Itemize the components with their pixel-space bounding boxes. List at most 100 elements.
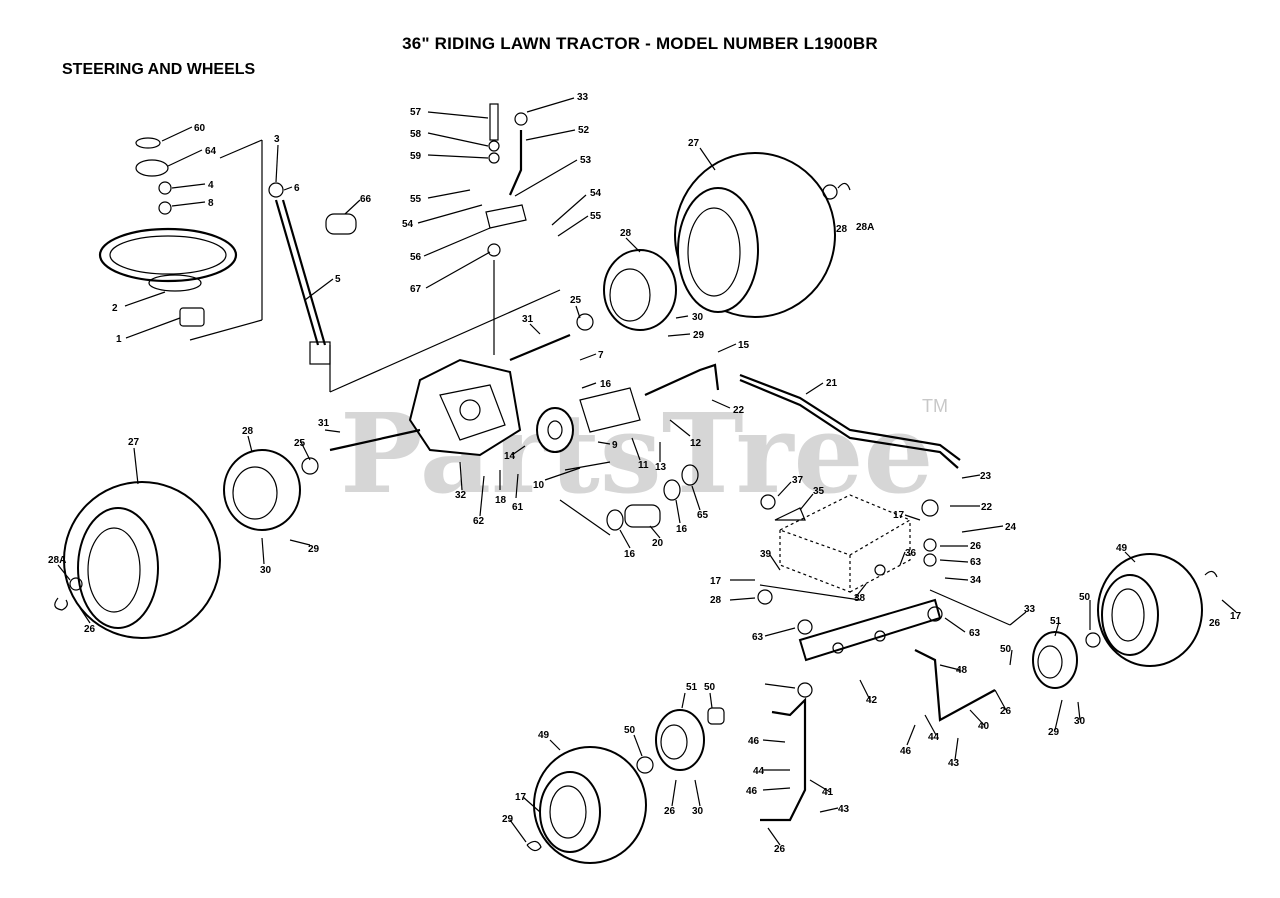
callout: 3 [274,134,280,145]
callout: 58 [410,129,422,140]
callout: 33 [1024,604,1036,615]
emblem [135,137,161,149]
callout: 64 [205,146,217,157]
callout: 60 [194,123,206,134]
callout: 30 [260,565,272,576]
callout: 26 [1209,618,1221,629]
callout: 43 [838,804,850,815]
callout: 5 [335,274,341,285]
callout: 20 [652,538,664,549]
callout: 57 [410,107,422,118]
section-title: STEERING AND WHEELS [62,61,256,78]
callout: 26 [664,806,676,817]
callout: 39 [760,549,772,560]
axle-right [509,333,571,362]
shift-lever-group [485,103,528,355]
front-rim-left [636,707,725,774]
callout: 56 [410,252,422,263]
battery-tray [778,494,912,593]
callout: 25 [294,438,306,449]
callout: 26 [84,624,96,635]
callout: 15 [738,340,750,351]
front-tire-right [1097,553,1203,667]
callout: 28A [48,555,66,566]
drag-link [739,373,961,461]
callout: 50 [1000,644,1012,655]
callout: 30 [692,806,704,817]
rear-tire-right [674,152,836,318]
axle-left [329,428,421,452]
callout: 63 [752,632,764,643]
callout: 22 [733,405,745,416]
callout: 26 [1000,706,1012,717]
diagram-title: 36" RIDING LAWN TRACTOR - MODEL NUMBER L… [402,34,878,53]
steering-wheel-group [98,137,263,341]
callout: 54 [402,219,414,230]
callout: 28 [710,595,722,606]
brake-bracket [579,387,641,433]
callout: 33 [577,92,589,103]
callout: 28 [620,228,632,239]
callout: 59 [410,151,422,162]
callout: 38 [854,593,866,604]
steering-wheel [98,227,238,283]
callout: 11 [638,460,649,471]
callout: 28 [836,224,848,235]
callout: 46 [900,746,912,757]
callout: 7 [598,350,604,361]
rear-rim-right [576,249,677,331]
callout: 34 [970,575,982,586]
spacer [624,504,661,528]
callout: 14 [504,451,516,462]
front-rim-right [1032,631,1101,689]
brake-assembly [536,387,641,471]
callout: 54 [590,188,602,199]
steering-gear [179,307,205,327]
callout: 8 [208,198,214,209]
callout: 30 [692,312,704,323]
callout: 32 [455,490,467,501]
callout: 4 [208,180,214,191]
front-axle-beam [759,584,1011,662]
callout: 44 [753,766,765,777]
callout: 50 [704,682,716,693]
front-axle-parts [559,464,699,536]
callout: 29 [502,814,514,825]
callout: 16 [600,379,612,390]
callout: 41 [822,787,834,798]
callout: 6 [294,183,300,194]
callout: 27 [688,138,700,149]
callout: 65 [697,510,709,521]
callout: 63 [970,557,982,568]
front-tire-left [533,746,647,864]
tie-rod [644,363,720,397]
callout: 49 [1116,543,1128,554]
shift-lever [508,130,523,196]
callout: 37 [792,475,804,486]
callout: 29 [693,330,705,341]
callout: 52 [578,125,590,136]
pulley [536,407,574,453]
callout: 46 [746,786,758,797]
callout: 67 [410,284,422,295]
callout: 17 [515,792,527,803]
callout: 61 [512,502,524,513]
bushing [325,213,357,235]
callout: 22 [981,502,993,513]
callout: 50 [1079,592,1091,603]
rear-rim-left [223,449,319,531]
callout: 13 [655,462,667,473]
callout: 53 [580,155,592,166]
steering-shaft [274,199,320,346]
callout: 26 [774,844,786,855]
callout: 12 [690,438,702,449]
callout: 48 [956,665,968,676]
steering-shaft-group [268,182,357,365]
callout: 9 [612,440,618,451]
callout: 36 [905,548,917,559]
callout: 17 [710,576,722,587]
spindle-left [760,697,807,822]
watermark-trademark: TM [922,396,948,416]
callout: 66 [360,194,372,205]
callout: 26 [970,541,982,552]
